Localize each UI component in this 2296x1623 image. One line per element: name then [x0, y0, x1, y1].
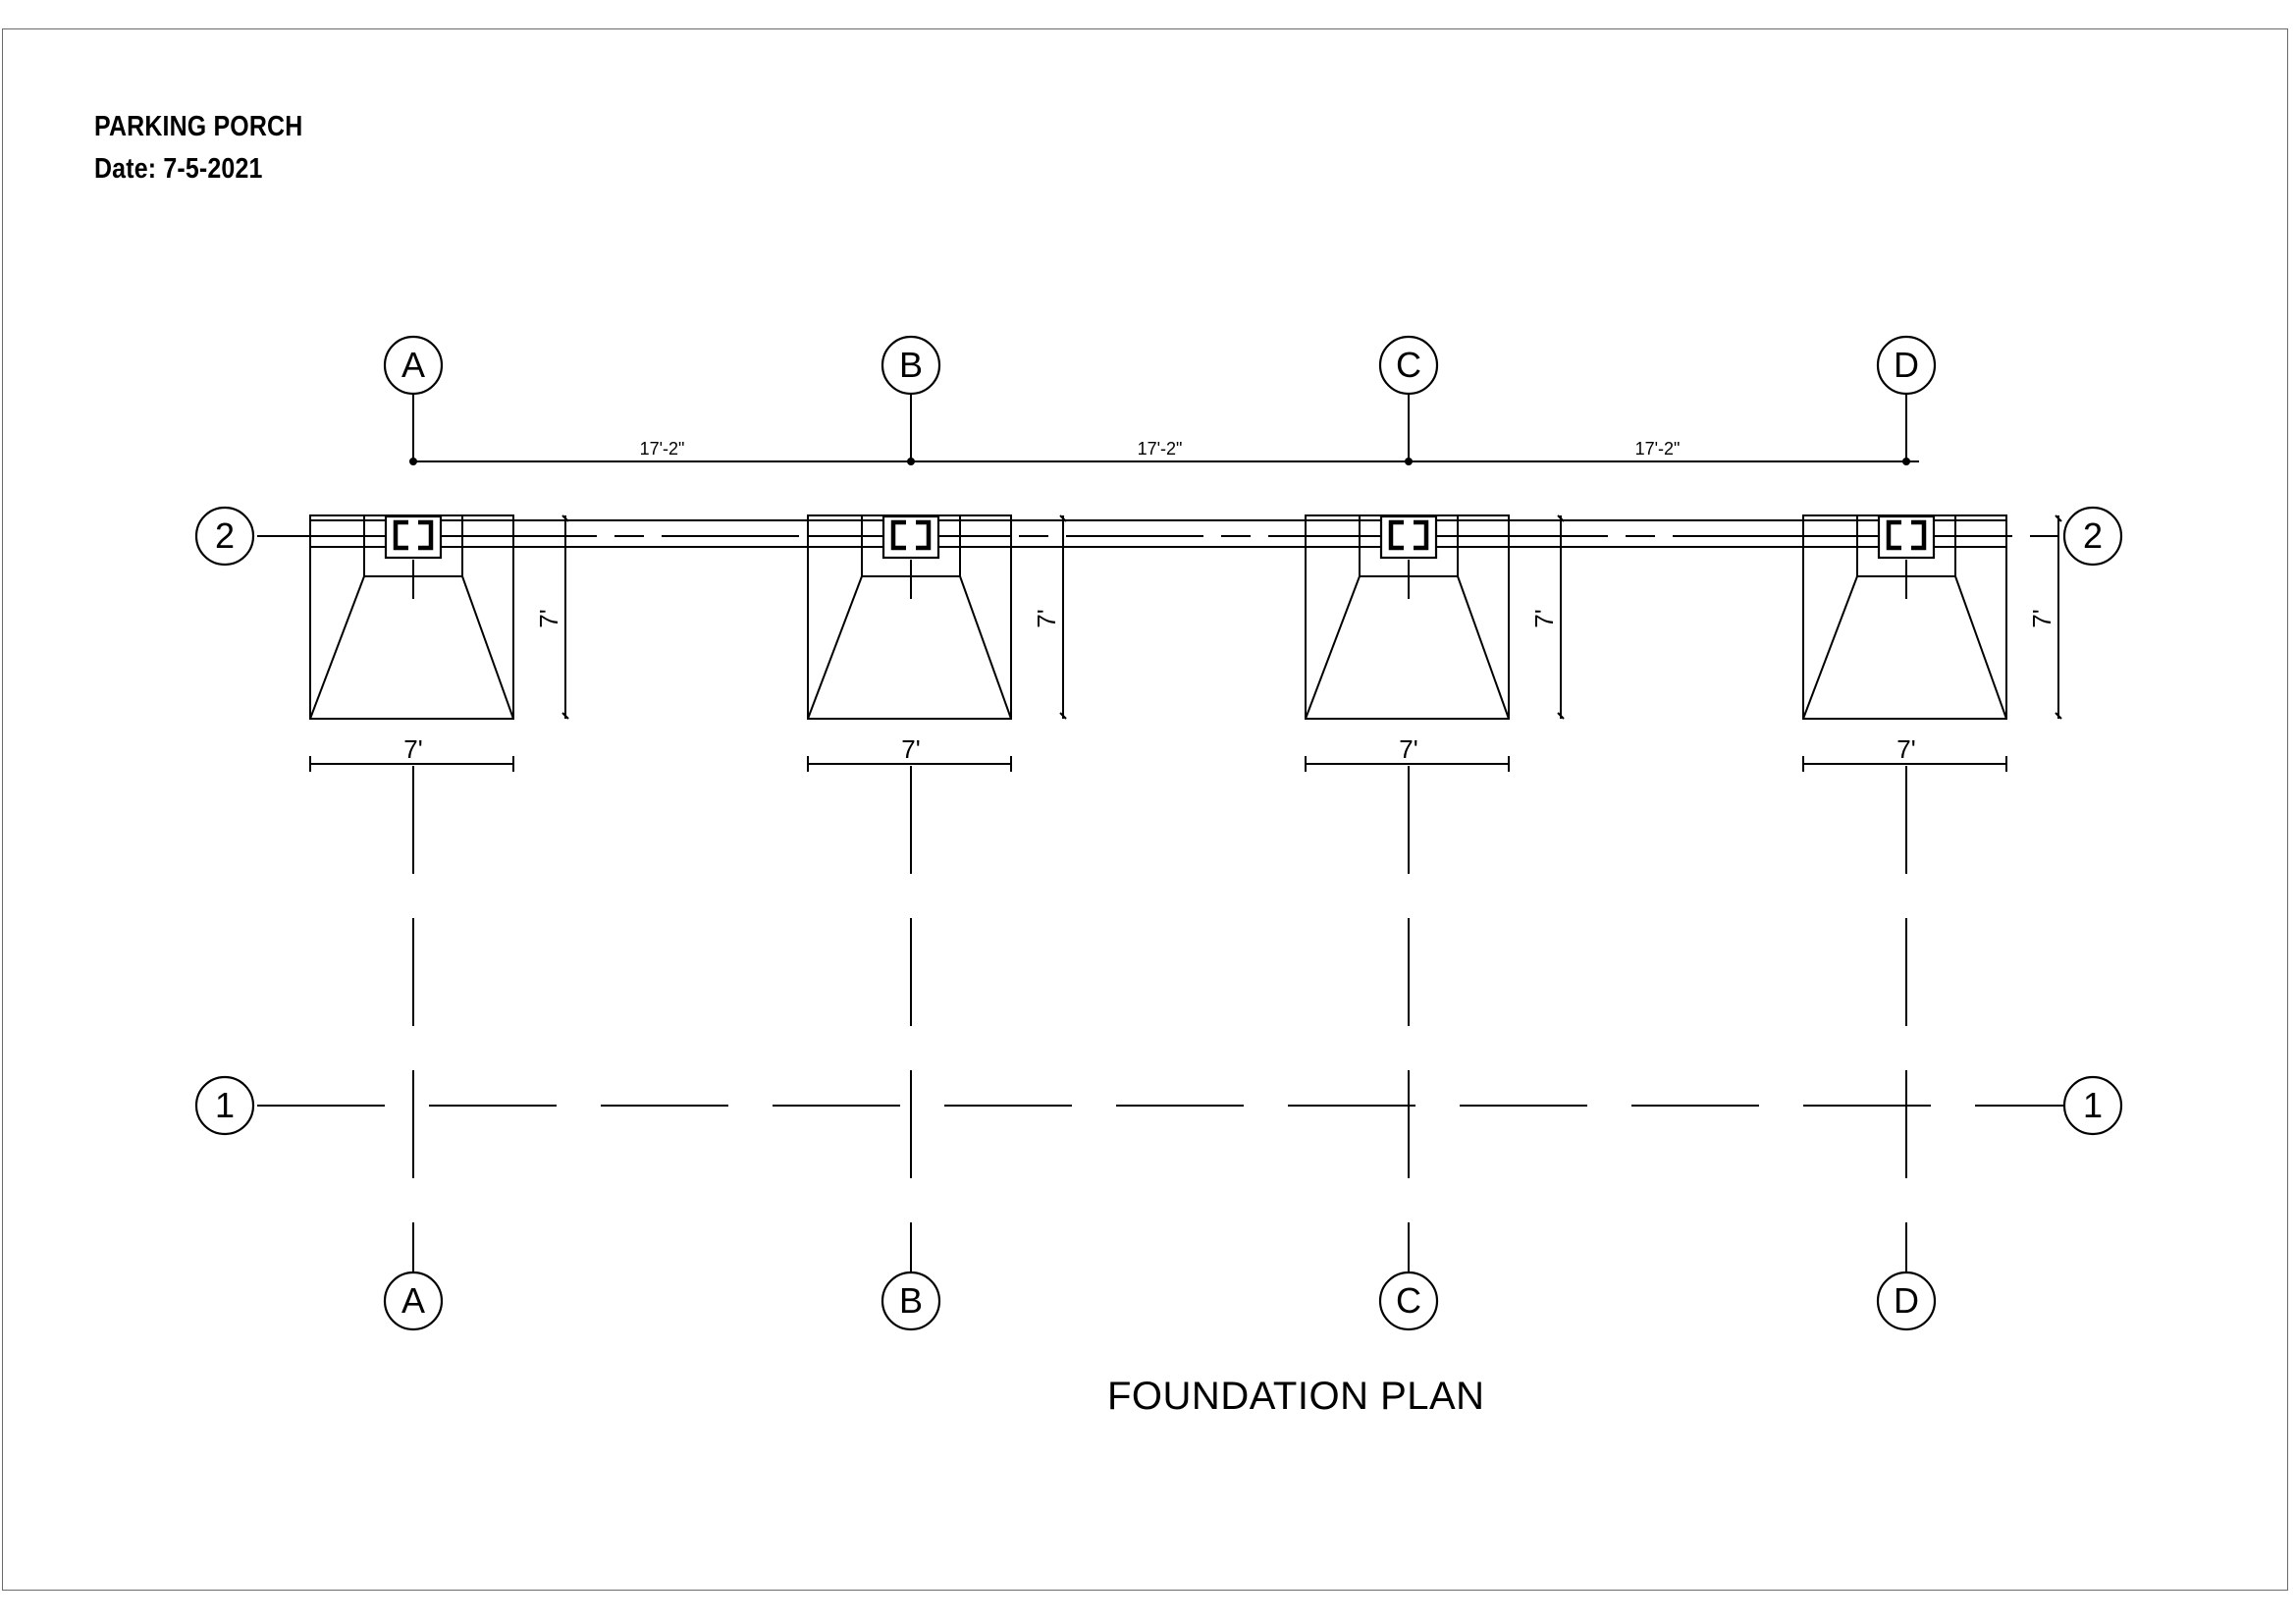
drawing-date: Date: 7-5-2021: [94, 153, 263, 185]
title-block: PARKING PORCH Date: 7-5-2021: [94, 106, 337, 190]
footing-2-slope-left: [1305, 575, 1361, 720]
grid-col-1-top-label: B: [899, 345, 923, 385]
grid-row-0-left-label: 2: [215, 515, 235, 556]
spacing-dimension-tick-3: [1902, 458, 1910, 465]
footing-2-depth-dim-tick-bottom: [1557, 712, 1565, 720]
footing-0-width-label: 7': [403, 734, 422, 764]
footing-1-depth-dim-tick-bottom: [1059, 712, 1067, 720]
plan-caption: FOUNDATION PLAN: [1107, 1375, 1485, 1418]
footing-0-depth-dim-tick-top: [561, 514, 569, 522]
grid-row-1-left-bubble: [194, 1075, 255, 1136]
grid-col-2-bottom-bubble: [1378, 1271, 1439, 1331]
grid-col-3-bottom-label: D: [1894, 1280, 1919, 1321]
grid-col-1-bottom-label: B: [899, 1280, 923, 1321]
spacing-dimension-tick-2: [1405, 458, 1413, 465]
grid-row-0-right-bubble: [2062, 506, 2123, 567]
grid-row-0-left-bubble: [194, 506, 255, 567]
grid-col-0-top-label: A: [401, 345, 425, 385]
footing-1-slope-right: [959, 575, 1012, 720]
footing-2-depth-label: 7': [1529, 609, 1559, 627]
grid-row-1-left-label: 1: [215, 1085, 235, 1125]
footing-3-slope-left: [1802, 575, 1858, 720]
footing-3-width-label: 7': [1896, 734, 1915, 764]
grid-col-3-top-label: D: [1894, 345, 1919, 385]
grid-col-2-bottom-label: C: [1396, 1280, 1421, 1321]
spacing-dimension-tick-0: [409, 458, 417, 465]
grid-col-2-top-label: C: [1396, 345, 1421, 385]
grid-col-0-bottom-label: A: [401, 1280, 425, 1321]
footing-2-slope-right: [1457, 575, 1510, 720]
grid-col-1-bottom-bubble: [881, 1271, 941, 1331]
footing-3-depth-dim-tick-bottom: [2055, 712, 2062, 720]
footing-1-slope-left: [807, 575, 863, 720]
grid-row-0-right-label: 2: [2083, 515, 2103, 556]
sheet-border: [2, 28, 2288, 1591]
drawing-title: PARKING PORCH: [94, 111, 303, 142]
spacing-dimension-tick-1: [907, 458, 915, 465]
grid-col-2-top-bubble: [1378, 335, 1439, 396]
footing-2-column-section: [1388, 519, 1429, 551]
footing-0-depth-label: 7': [534, 609, 563, 627]
footing-3-column-section: [1886, 519, 1927, 551]
grid-col-1-top-bubble: [881, 335, 941, 396]
footing-1-column-section: [890, 519, 932, 551]
footing-3-depth-dim-tick-top: [2055, 514, 2062, 522]
footing-1-depth-label: 7': [1032, 609, 1061, 627]
grid-col-0-bottom-bubble: [383, 1271, 444, 1331]
grid-row-1-right-label: 1: [2083, 1085, 2103, 1125]
footing-1-depth-dim-tick-top: [1059, 514, 1067, 522]
footing-0-depth-dim-tick-bottom: [561, 712, 569, 720]
grid-row-1-right-bubble: [2062, 1075, 2123, 1136]
footing-3-depth-label: 7': [2027, 609, 2056, 627]
footing-3-slope-right: [1954, 575, 2007, 720]
spacing-dimension-label-2: 17'-2": [1635, 439, 1681, 459]
footing-0-slope-left: [309, 575, 365, 720]
grid-col-3-bottom-bubble: [1876, 1271, 1937, 1331]
footing-1-width-label: 7': [901, 734, 920, 764]
grid-col-0-top-bubble: [383, 335, 444, 396]
footing-0-slope-right: [461, 575, 514, 720]
footing-2-width-label: 7': [1399, 734, 1417, 764]
footing-0-column-section: [393, 519, 434, 551]
footing-2-depth-dim-tick-top: [1557, 514, 1565, 522]
spacing-dimension-label-0: 17'-2": [640, 439, 685, 459]
spacing-dimension-label-1: 17'-2": [1138, 439, 1183, 459]
grid-col-3-top-bubble: [1876, 335, 1937, 396]
